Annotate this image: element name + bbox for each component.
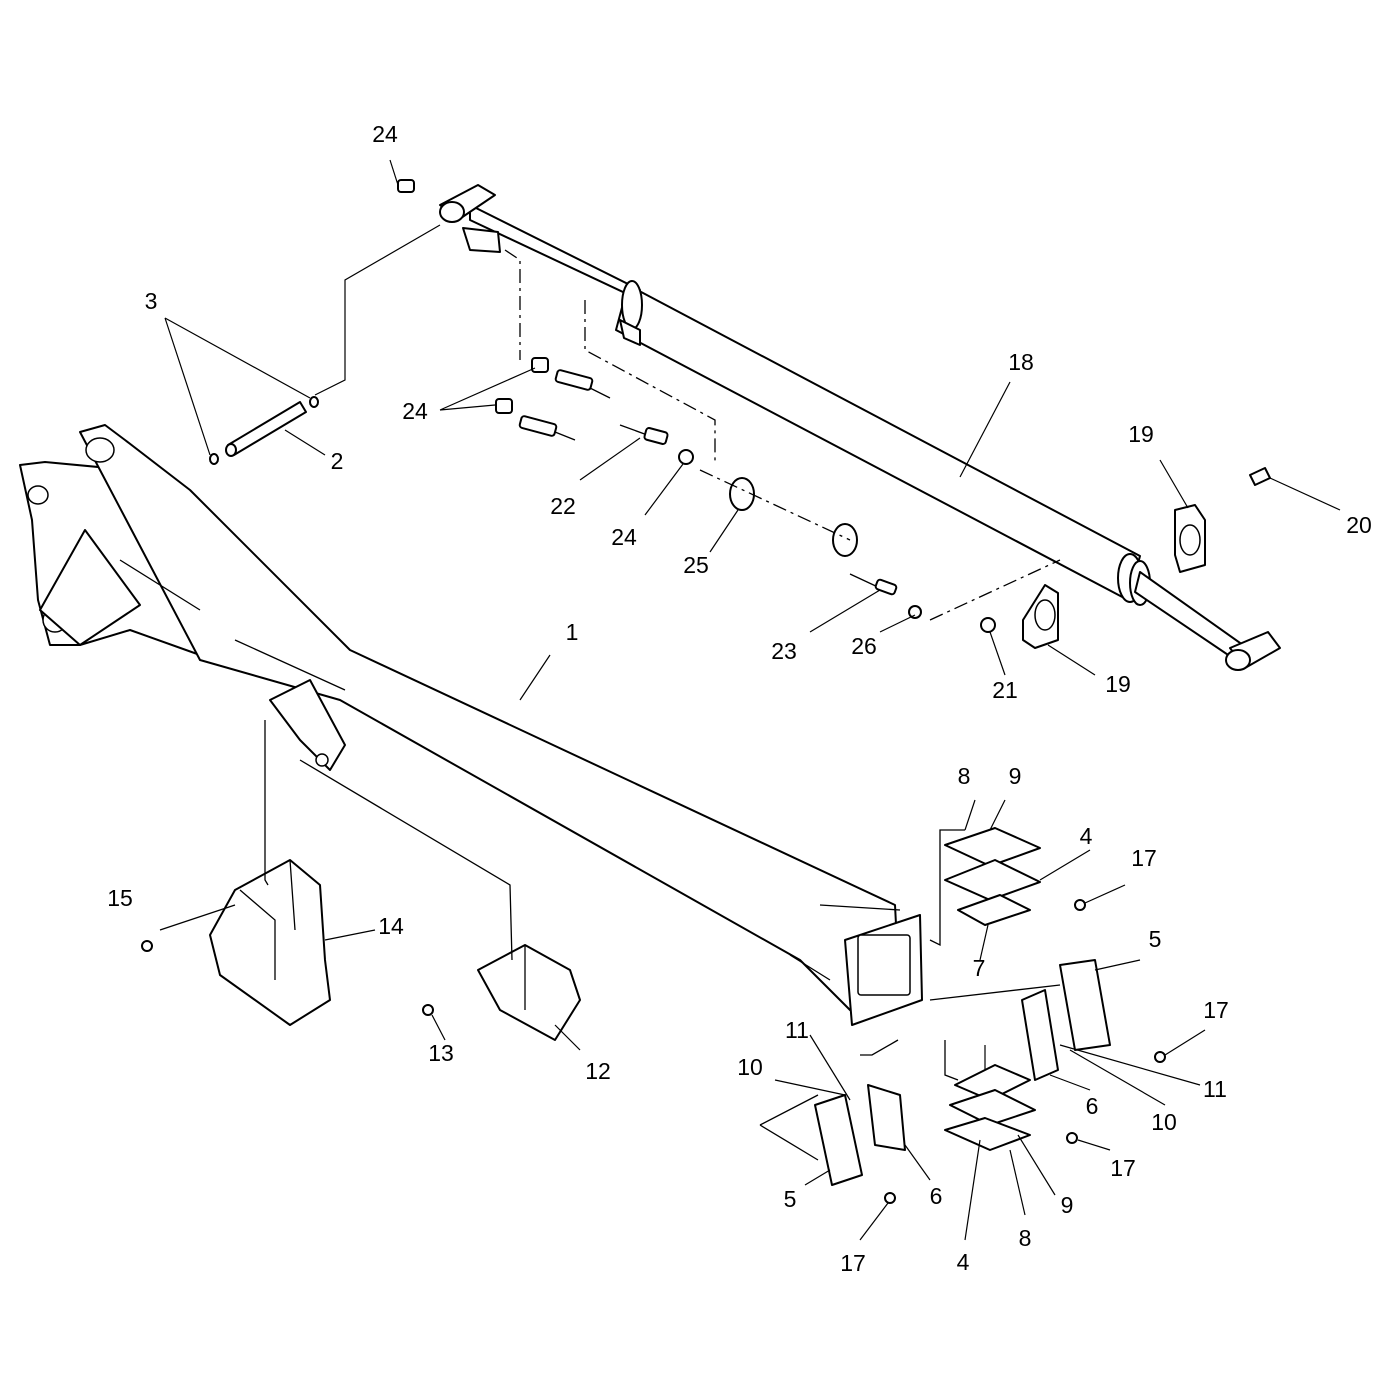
retaining-ring-3b	[309, 396, 319, 408]
callout-4-bottom: 4	[957, 1249, 970, 1275]
callout-24-top: 24	[372, 121, 398, 147]
bolt-17a	[1074, 899, 1086, 911]
leader-lines	[159, 159, 1341, 1241]
callout-7: 7	[973, 955, 986, 981]
callout-26: 26	[851, 633, 877, 659]
callout-18: 18	[1008, 349, 1034, 375]
callout-8-top: 8	[958, 763, 971, 789]
bolt-17b	[1154, 1051, 1166, 1063]
callout-14: 14	[378, 913, 404, 939]
callout-23: 23	[771, 638, 797, 664]
pin-2	[225, 401, 307, 457]
callout-10-left: 10	[737, 1054, 763, 1080]
callout-12: 12	[585, 1058, 611, 1084]
callout-6-right: 6	[1086, 1093, 1099, 1119]
clamp-half-19a	[1174, 504, 1206, 573]
o-ring-25b	[832, 523, 858, 557]
callout-9-top: 9	[1009, 763, 1022, 789]
callout-6-left: 6	[930, 1183, 943, 1209]
callout-22: 22	[550, 493, 576, 519]
callout-15: 15	[107, 885, 133, 911]
boom-arm	[19, 424, 923, 1026]
bolt-15	[141, 940, 153, 952]
retaining-ring-3a	[209, 453, 219, 465]
nut-21	[980, 617, 996, 633]
bolt-13	[422, 1004, 434, 1016]
callout-19-top: 19	[1128, 421, 1154, 447]
callout-19-bottom: 19	[1105, 671, 1131, 697]
hose-23	[849, 573, 922, 619]
callout-17-right: 17	[1203, 997, 1229, 1023]
bolt-17d	[884, 1192, 896, 1204]
side-pad-right	[1021, 959, 1111, 1081]
wear-pad-stack-top	[944, 827, 1041, 926]
hydraulic-cylinder	[439, 184, 1281, 671]
callout-24-mid: 24	[402, 398, 428, 424]
callout-24-low: 24	[611, 524, 637, 550]
callout-5-left: 5	[784, 1186, 797, 1212]
callout-10-right: 10	[1151, 1109, 1177, 1135]
callout-17-bottom: 17	[840, 1250, 866, 1276]
callout-17-mid: 17	[1110, 1155, 1136, 1181]
callout-11-left: 11	[785, 1017, 809, 1043]
bolt-20	[1249, 467, 1271, 486]
guard-bracket-14	[209, 859, 331, 1026]
callout-labels: 1 2 3 24 24 24 22 25 23 26 18 19 19 20 2…	[107, 121, 1372, 1276]
callout-5-right: 5	[1149, 926, 1162, 952]
callout-1: 1	[566, 619, 579, 645]
bolt-17c	[1066, 1132, 1078, 1144]
side-pad-left	[814, 1084, 906, 1186]
callout-13: 13	[428, 1040, 454, 1066]
callout-9-bottom: 9	[1061, 1192, 1074, 1218]
callout-25: 25	[683, 552, 709, 578]
fitting-set-24	[397, 179, 694, 465]
callout-2: 2	[331, 448, 344, 474]
wear-pad-stack-bottom	[944, 1064, 1036, 1151]
callout-21: 21	[992, 677, 1018, 703]
callout-8-bottom: 8	[1019, 1225, 1032, 1251]
callout-4-top: 4	[1080, 823, 1093, 849]
clamp-half-19b	[1022, 584, 1059, 649]
callout-17-top: 17	[1131, 845, 1157, 871]
o-ring-25a	[729, 477, 755, 511]
bracket-12	[477, 944, 581, 1041]
callout-3: 3	[145, 288, 158, 314]
callout-20: 20	[1346, 512, 1372, 538]
hydraulic-hose-22	[518, 369, 669, 445]
callout-11-right: 11	[1203, 1076, 1227, 1102]
